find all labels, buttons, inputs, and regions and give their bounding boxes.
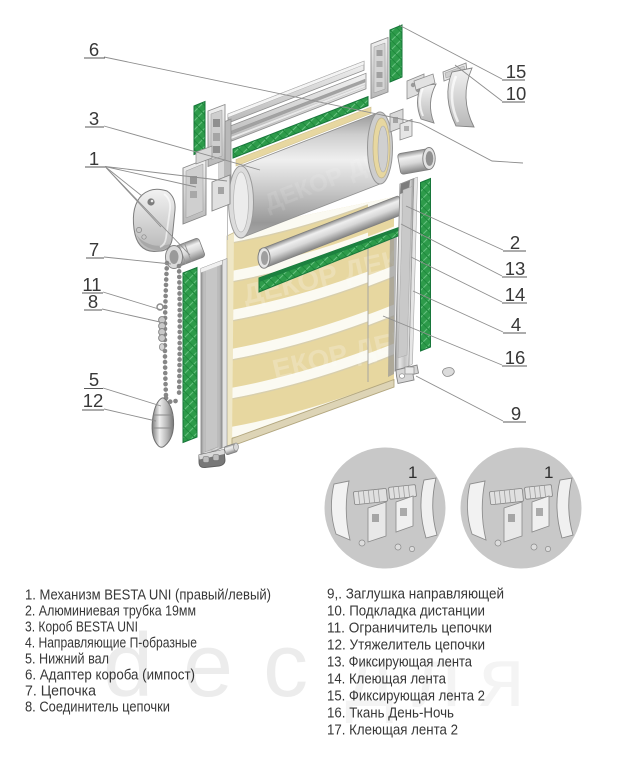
svg-text:1. Механизм BESTA UNI (правый/: 1. Механизм BESTA UNI (правый/левый) [25,587,271,604]
svg-text:16: 16 [505,347,526,368]
svg-text:9: 9 [511,403,521,424]
svg-text:1: 1 [408,463,417,482]
svg-text:8: 8 [88,291,98,312]
svg-text:1: 1 [544,463,553,482]
svg-text:11. Ограничитель цепочки: 11. Ограничитель цепочки [327,620,492,637]
svg-text:10: 10 [506,83,527,104]
svg-text:11: 11 [82,274,101,295]
svg-text:14. Клеющая лента: 14. Клеющая лента [327,671,446,688]
svg-text:8. Соединитель цепочки: 8. Соединитель цепочки [25,699,170,716]
svg-text:13: 13 [505,258,526,279]
svg-text:для: для [345,630,543,724]
svg-text:12: 12 [83,390,104,411]
svg-text:17. Клеющая лента 2: 17. Клеющая лента 2 [327,722,458,739]
svg-text:12. Утяжелитель цепочки: 12. Утяжелитель цепочки [327,637,485,654]
svg-text:3: 3 [89,108,99,129]
svg-text:dec: dec [103,616,338,716]
svg-text:7. Цепочка: 7. Цепочка [25,683,97,700]
svg-text:6. Адаптер короба (импост): 6. Адаптер короба (импост) [25,667,195,684]
svg-text:7: 7 [89,239,99,260]
svg-text:2: 2 [510,232,520,253]
svg-text:16. Ткань День-Ночь: 16. Ткань День-Ночь [327,705,454,722]
svg-text:14: 14 [505,284,526,305]
svg-text:3. Короб BESTA UNI: 3. Короб BESTA UNI [25,619,138,636]
svg-text:13. Фиксирующая лента: 13. Фиксирующая лента [327,654,472,671]
svg-text:6: 6 [89,39,99,60]
svg-text:15. Фиксирующая лента 2: 15. Фиксирующая лента 2 [327,688,485,705]
svg-text:10. Подкладка дистанции: 10. Подкладка дистанции [327,603,485,620]
svg-text:5: 5 [89,369,99,390]
svg-text:9,. Заглушка направляющей: 9,. Заглушка направляющей [327,586,504,603]
svg-text:5. Нижний вал: 5. Нижний вал [25,651,109,668]
svg-text:4. Направляющие П-образные: 4. Направляющие П-образные [25,635,197,652]
svg-text:1: 1 [89,148,99,169]
svg-text:4: 4 [511,314,521,335]
svg-text:15: 15 [506,61,527,82]
svg-text:2. Алюминиевая трубка 19мм: 2. Алюминиевая трубка 19мм [25,603,196,620]
